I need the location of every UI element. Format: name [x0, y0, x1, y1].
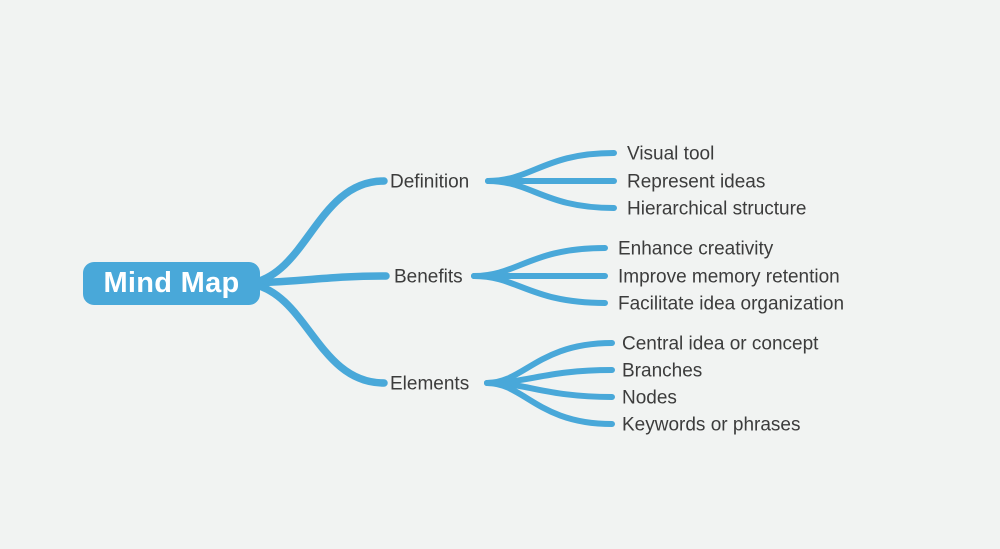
- connector-definition-hierarchical-structure: [485, 178, 617, 211]
- connector-definition-visual-tool: [485, 150, 617, 184]
- root-node[interactable]: Mind Map: [83, 262, 260, 305]
- connector-elements-keywords: [484, 380, 615, 427]
- leaf-hierarchical-structure[interactable]: Hierarchical structure: [627, 198, 807, 220]
- root-node-label: Mind Map: [103, 267, 240, 299]
- leaf-central-idea-or-concept[interactable]: Central idea or concept: [622, 333, 819, 355]
- branch-definition[interactable]: Definition: [390, 171, 470, 193]
- leaf-improve-memory-retention[interactable]: Improve memory retention: [618, 266, 840, 288]
- connector-benefits-enhance-creativity: [471, 245, 608, 279]
- leaf-enhance-creativity[interactable]: Enhance creativity: [618, 238, 774, 260]
- leaf-visual-tool[interactable]: Visual tool: [627, 143, 715, 165]
- branch-elements[interactable]: Elements: [390, 373, 470, 395]
- connector-root-benefits: [248, 272, 390, 287]
- leaf-represent-ideas[interactable]: Represent ideas: [627, 171, 766, 193]
- connector-benefits-facilitate-idea-organization: [471, 273, 608, 306]
- branch-benefits[interactable]: Benefits: [394, 266, 463, 288]
- leaf-keywords-or-phrases[interactable]: Keywords or phrases: [622, 414, 801, 436]
- connector-root-definition: [248, 177, 388, 287]
- leaf-facilitate-idea-organization[interactable]: Facilitate idea organization: [618, 293, 845, 315]
- connector-root-elements: [248, 280, 388, 387]
- leaf-branches[interactable]: Branches: [622, 360, 703, 382]
- leaf-nodes[interactable]: Nodes: [622, 387, 677, 409]
